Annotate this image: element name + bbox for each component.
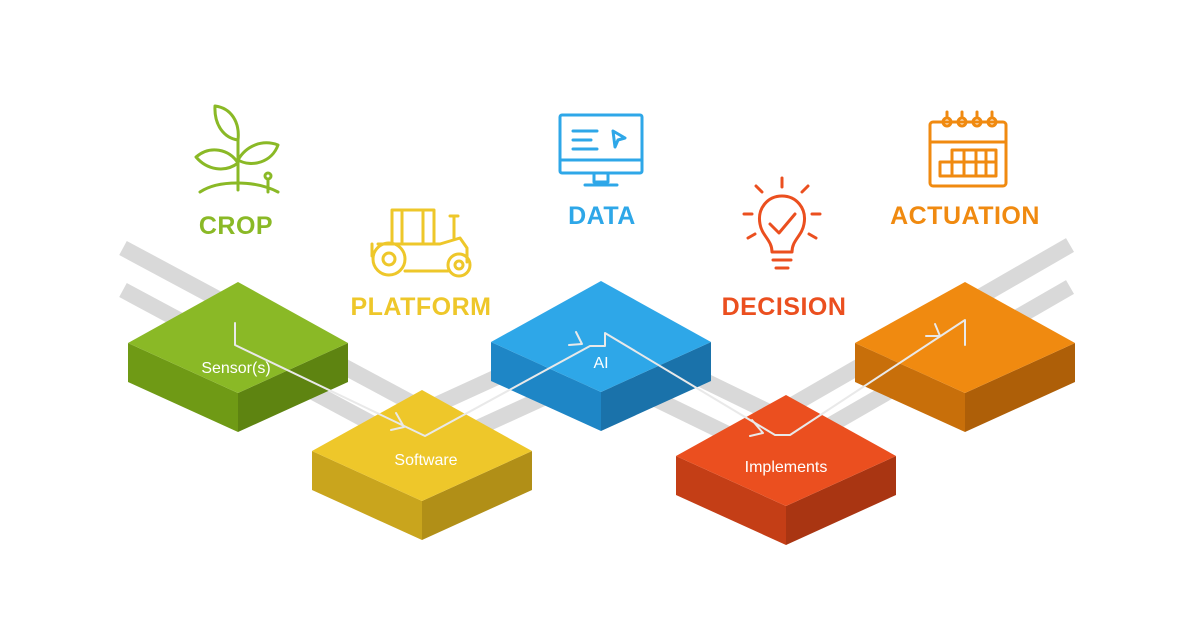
lightbulb-check-icon — [742, 176, 822, 270]
flow-arrow-head-1 — [390, 412, 405, 431]
plant-sprout-icon — [194, 104, 280, 194]
tile-decision-top-face — [676, 395, 896, 506]
tile-label-software: Software — [394, 452, 457, 469]
calendar-icon — [928, 110, 1008, 188]
heading-decision: DECISION — [722, 293, 847, 321]
tile-actuation-left-face — [855, 343, 965, 432]
tile-label-ai: AI — [593, 355, 608, 372]
computer-monitor-icon — [558, 113, 644, 187]
heading-data: DATA — [568, 202, 636, 230]
tile-platform-top-face — [312, 390, 532, 501]
tractor-icon — [370, 208, 472, 278]
tile-decision: Implements — [676, 395, 896, 545]
heading-platform: PLATFORM — [350, 293, 491, 321]
flow-arrow — [234, 319, 966, 437]
tile-crop-top-face — [128, 282, 348, 393]
tile-crop-left-face — [128, 343, 238, 432]
flow-arrow-head-3 — [749, 419, 764, 437]
tile-platform: Software — [312, 390, 532, 540]
tile-platform-left-face — [312, 451, 422, 540]
tile-label-sensors: Sensor(s) — [201, 360, 270, 377]
tile-crop: Sensor(s) — [128, 282, 348, 432]
tile-decision-right-face — [786, 456, 896, 545]
flow-arrow-head-4 — [925, 323, 941, 337]
tile-platform-right-face — [422, 451, 532, 540]
flow-arrow-path — [234, 319, 966, 437]
tile-decision-left-face — [676, 456, 786, 545]
tile-data-left-face — [491, 342, 601, 431]
heading-actuation: ACTUATION — [890, 202, 1040, 230]
tile-label-implements: Implements — [745, 459, 828, 476]
tile-actuation-right-face — [965, 343, 1075, 432]
flow-arrow-head-2 — [568, 331, 583, 346]
heading-crop: CROP — [199, 212, 273, 240]
tile-data-right-face — [601, 342, 711, 431]
tile-crop-right-face — [238, 343, 348, 432]
